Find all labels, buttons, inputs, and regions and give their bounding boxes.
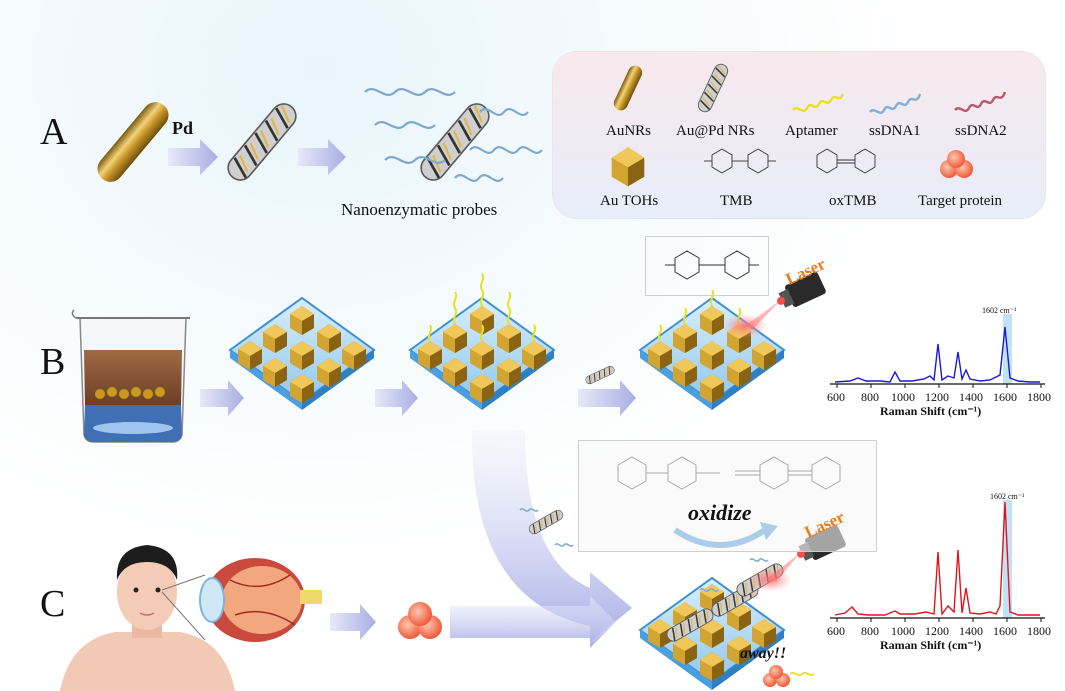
away-label: away!! [740,645,787,662]
spectrum-c-tick: 1000 [891,624,915,638]
laser-beam-c [768,553,800,582]
spectrum-b-tick: 1800 [1027,390,1051,404]
legend-label-au-tohs: Au TOHs [600,193,659,209]
substrate-2 [408,273,556,410]
legend-icon-aptamer [792,93,845,113]
spectrum-c-tick: 1600 [993,624,1017,638]
probe-small-b [583,364,617,386]
spectrum-b-tick: 1400 [959,390,983,404]
spectrum-c-tick: 1800 [1027,624,1051,638]
spectrum-b-tick: 1200 [925,390,949,404]
laser-beam-b [745,300,781,330]
legend-icon-tmb [704,148,776,174]
spectrum-b-tick: 1000 [891,390,915,404]
legend-label-ssdna2: ssDNA2 [955,123,1007,139]
spectrum-b-peak-label: 1602 cm⁻¹ [982,306,1017,315]
spectrum-c-line [834,501,1040,616]
legend-label-ssdna1: ssDNA1 [869,123,921,139]
legend-icon-aupd [695,61,731,115]
arrow-c2 [450,596,616,648]
oxidize-label: oxidize [688,500,752,525]
legend-label-aupd: Au@Pd NRs [676,123,755,139]
arrow-a1 [168,139,218,175]
legend-icon-ssdna2 [954,91,1007,113]
legend-label-oxtmb: oxTMB [829,193,877,209]
arrow-b3 [578,380,636,416]
spectrum-c-tick: 600 [827,624,845,638]
legend-label-target-protein: Target protein [918,193,1003,209]
spectrum-c-tick: 800 [861,624,879,638]
arrow-b2 [375,380,418,416]
arrow-c1 [330,604,376,640]
legend-icon-oxtmb [816,148,876,174]
spectrum-b-tick: 1600 [993,390,1017,404]
target-protein-c [398,602,442,639]
oxtmb-box [578,440,877,552]
spectrum-b-xlabel: Raman Shift (cm⁻¹) [880,404,982,418]
spectrum-b-tick: 600 [827,390,845,404]
substrate-3 [638,289,786,410]
tmb-box [645,236,769,296]
substrate-4 [638,558,792,690]
spectrum-c-tick: 1400 [959,624,983,638]
spectrum-c-tick: 1200 [925,624,949,638]
arrow-b1 [200,380,244,416]
spectrum-c-xlabel: Raman Shift (cm⁻¹) [880,638,982,652]
tmb-structure-b [665,250,759,280]
nanoenzymatic-probe [364,88,543,187]
spectrum-c-peak-label: 1602 cm⁻¹ [990,492,1025,501]
probes-label: Nanoenzymatic probes [341,200,498,219]
legend-label-aptamer: Aptamer [785,123,838,139]
panel-label-b: B [40,341,66,383]
arrow-a2 [298,139,346,175]
gold-nanorod [97,102,169,182]
spectrum-b-tick: 800 [861,390,879,404]
laser-device-b [776,271,826,308]
released-protein [763,665,815,687]
pd-label: Pd [172,118,194,138]
legend-label-tmb: TMB [720,193,753,209]
aupd-nanorod [221,97,303,187]
human-face [60,545,235,691]
beaker [71,309,190,443]
legend-label-aunrs: AuNRs [606,123,652,139]
substrate-1 [228,296,376,410]
legend-icon-aunrs [613,65,643,111]
legend-icon-target-protein [940,150,973,178]
legend-icon-au-toh [611,147,645,187]
spectrum-b-line [834,326,1040,383]
legend-icon-ssdna1 [869,93,922,115]
eye-anatomy [199,558,322,642]
panel-label-c: C [40,583,66,625]
curved-arrow-b-to-c [471,430,632,642]
panel-label-a: A [40,111,68,153]
